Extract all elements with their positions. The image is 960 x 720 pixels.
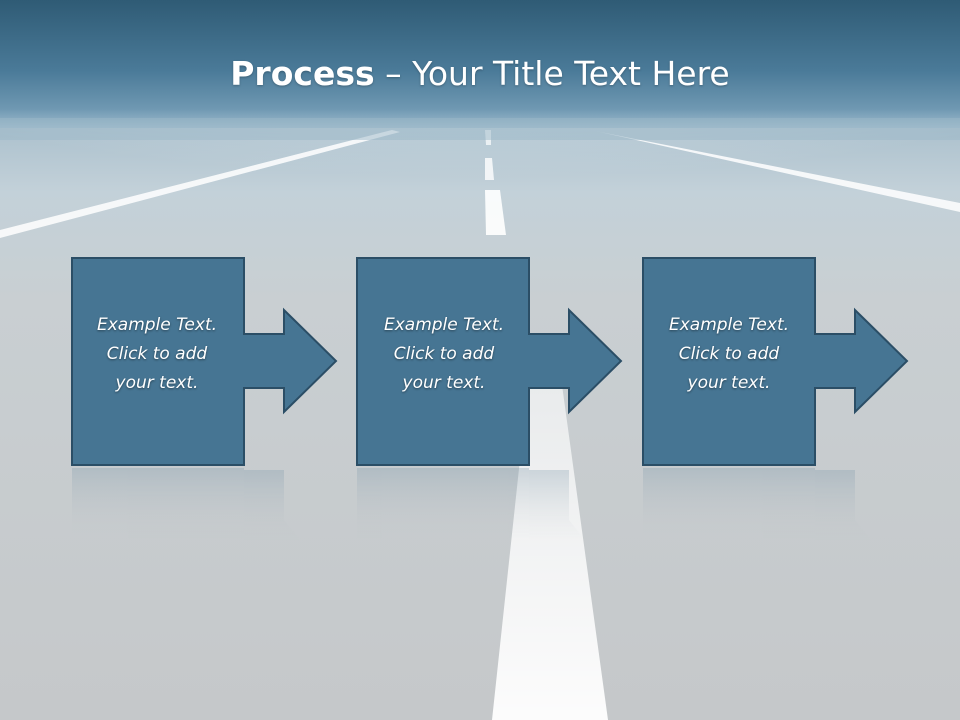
step-1-reflection xyxy=(72,468,244,538)
center-line-dash-3 xyxy=(485,190,506,235)
step-3-reflection xyxy=(643,468,815,538)
step-2-arrow-reflection xyxy=(529,470,585,540)
step-1-arrow-box[interactable] xyxy=(71,257,338,466)
step-3-arrow-box[interactable] xyxy=(642,257,909,466)
step-3-text[interactable]: Example Text. Click to add your text. xyxy=(668,315,790,393)
step-2-reflection xyxy=(357,468,529,538)
center-line-dash-2 xyxy=(485,158,494,180)
step-2-text[interactable]: Example Text. Click to add your text. xyxy=(383,315,505,393)
step-1-arrow-reflection xyxy=(244,470,300,540)
header-band xyxy=(0,0,960,128)
title-bold: Process xyxy=(230,54,375,93)
header-haze xyxy=(0,118,960,140)
title-rest: – Your Title Text Here xyxy=(374,54,730,93)
reflection-group xyxy=(72,468,871,540)
left-road-line xyxy=(0,130,400,238)
slide-title[interactable]: Process – Your Title Text Here xyxy=(0,52,960,96)
step-2-arrow-box[interactable] xyxy=(356,257,623,466)
step-3-arrow-reflection xyxy=(815,470,871,540)
step-1-text[interactable]: Example Text. Click to add your text. xyxy=(96,315,218,393)
